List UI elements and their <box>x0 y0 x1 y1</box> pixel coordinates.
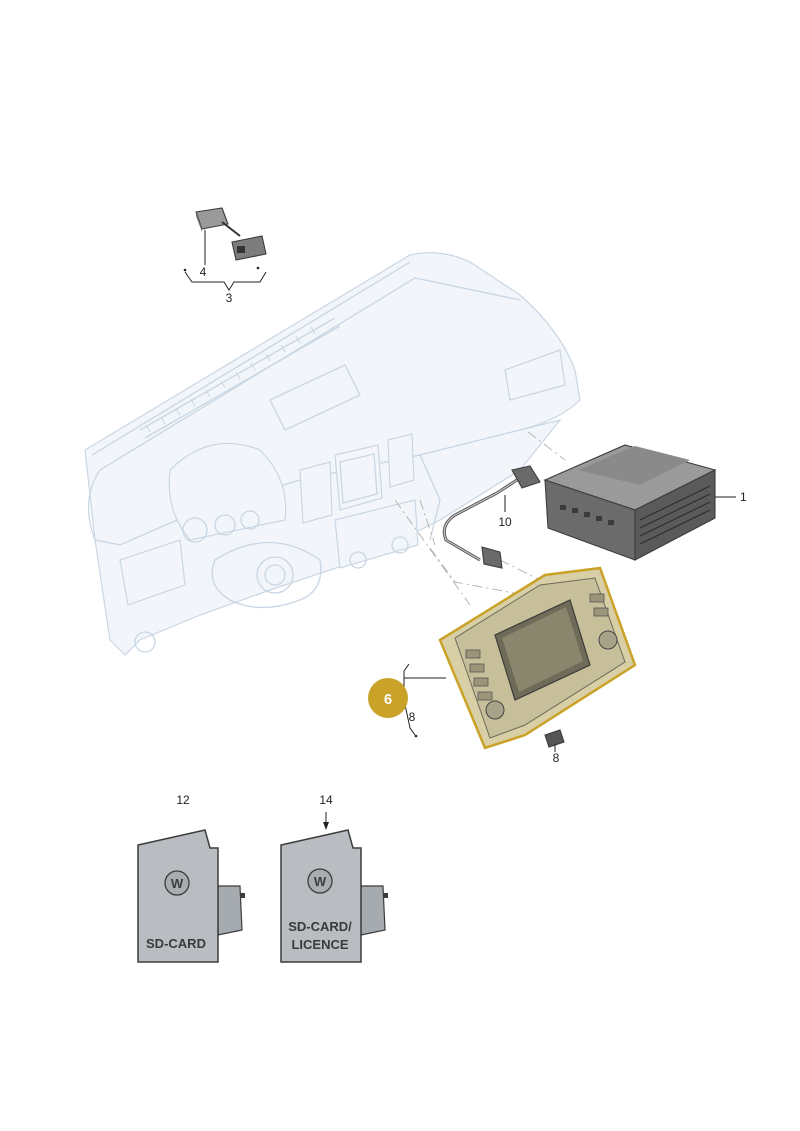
callout-4: 4 <box>200 265 207 279</box>
part-3-4-cable <box>195 207 267 261</box>
part-1-radio-module <box>543 444 717 561</box>
sd-card-label: SD-CARD <box>146 936 206 951</box>
sd-card-licence-line2: LICENCE <box>291 937 348 952</box>
part-6-display-unit <box>438 566 637 750</box>
part-10-cable <box>442 465 541 569</box>
part-8-connector <box>544 729 565 748</box>
dashboard-ghost <box>84 252 581 656</box>
part-14-licence-booklet: W SD-CARD/ LICENCE <box>280 829 388 963</box>
svg-text:W: W <box>171 876 184 891</box>
callout-1: 1 <box>740 490 747 504</box>
callout-6-badge: 6 <box>368 678 408 718</box>
sd-card-licence-line1: SD-CARD/ <box>288 919 352 934</box>
callout-8-left: 8 <box>409 710 416 724</box>
callout-14: 14 <box>319 793 333 807</box>
callout-12: 12 <box>176 793 190 807</box>
callout-8-right: 8 <box>553 751 560 765</box>
vw-logo-icon <box>307 868 333 894</box>
callout-3: 3 <box>226 291 233 305</box>
part-12-sd-card-booklet: W SD-CARD <box>137 829 245 963</box>
svg-text:W: W <box>314 874 327 889</box>
callout-3-4-group: 4 3 <box>183 230 267 305</box>
callout-6: 6 <box>384 691 392 708</box>
callout-10: 10 <box>498 515 512 529</box>
vw-logo-icon <box>164 870 190 896</box>
